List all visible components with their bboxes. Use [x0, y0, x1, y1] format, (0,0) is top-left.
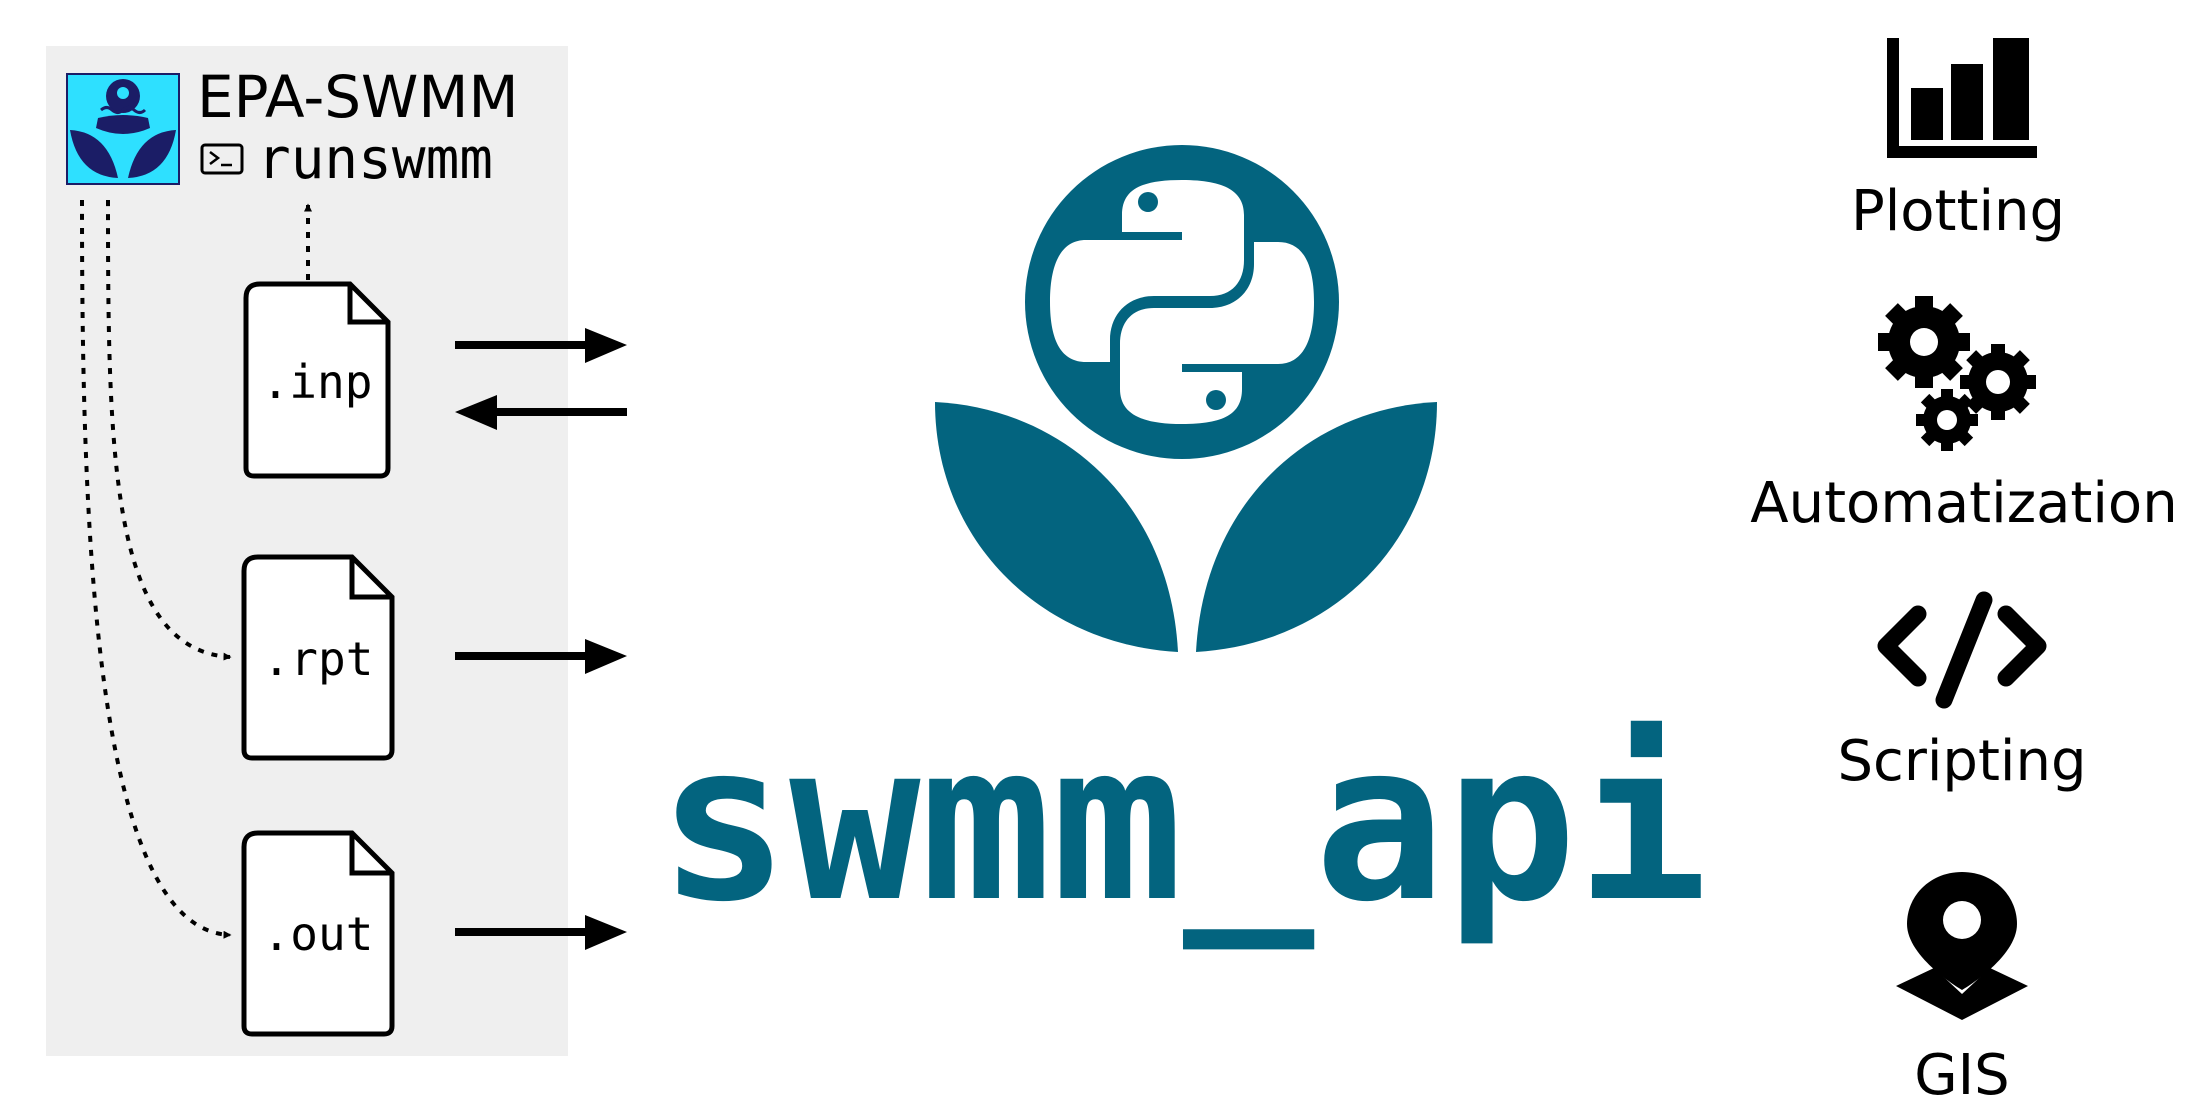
arrow-rpt-to-api — [455, 639, 627, 674]
arrow-api-to-inp — [455, 395, 627, 430]
brand-name: swmm_api — [658, 697, 1708, 950]
run-command: runswmm — [257, 127, 493, 192]
gears-icon — [1878, 296, 2036, 451]
bar-chart-icon — [1887, 38, 2037, 158]
file-inp-label: .inp — [262, 355, 373, 409]
right-leaf — [1196, 402, 1437, 652]
code-icon — [1877, 591, 2047, 709]
feature-scripting: Scripting — [1837, 591, 2087, 794]
feature-gis: GIS — [1896, 872, 2028, 1108]
feature-plotting-label: Plotting — [1851, 179, 2065, 244]
file-out-icon — [241, 830, 395, 1037]
feature-automatization-label: Automatization — [1750, 471, 2177, 536]
file-rpt: .rpt — [241, 554, 395, 761]
feature-plotting: Plotting — [1851, 38, 2065, 244]
arrow-out-to-api — [455, 915, 627, 950]
map-pin-icon — [1896, 872, 2028, 1020]
feature-automatization: Automatization — [1750, 296, 2178, 536]
left-leaf — [935, 402, 1178, 652]
file-out: .out — [241, 830, 395, 1037]
feature-gis-label: GIS — [1914, 1043, 2009, 1108]
file-inp-icon — [243, 281, 391, 479]
epa-logo-icon — [66, 73, 180, 185]
engine-title: EPA-SWMM — [197, 63, 519, 131]
file-rpt-icon — [241, 554, 395, 761]
file-inp: .inp — [243, 281, 391, 479]
data-flow-arrows — [455, 328, 627, 950]
file-rpt-label: .rpt — [263, 632, 374, 686]
python-icon — [1050, 180, 1314, 424]
swmm-api-logo — [935, 145, 1437, 652]
run-connectors — [80, 199, 312, 939]
terminal-icon — [200, 143, 244, 175]
arrow-inp-to-api — [455, 328, 627, 363]
file-out-label: .out — [263, 907, 374, 961]
feature-scripting-label: Scripting — [1837, 729, 2086, 794]
